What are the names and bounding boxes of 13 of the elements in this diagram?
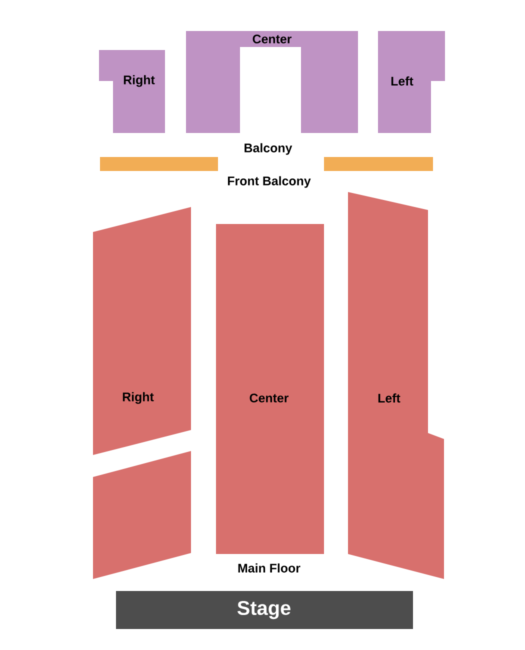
seating-section bbox=[93, 451, 191, 579]
area-label: Balcony bbox=[244, 143, 292, 155]
stage: Stage bbox=[116, 591, 413, 629]
seating-section: Left bbox=[348, 192, 444, 579]
area-label: Front Balcony bbox=[228, 176, 311, 188]
seating-section: Center bbox=[216, 224, 324, 554]
seating-section: Right bbox=[99, 50, 165, 133]
area-label: Main Floor bbox=[238, 563, 300, 573]
seating-section: Left bbox=[378, 31, 445, 133]
seating-section: Right bbox=[93, 207, 191, 455]
seating-section bbox=[324, 157, 433, 171]
seating-section: Center bbox=[186, 31, 358, 133]
seating-section bbox=[100, 157, 218, 171]
